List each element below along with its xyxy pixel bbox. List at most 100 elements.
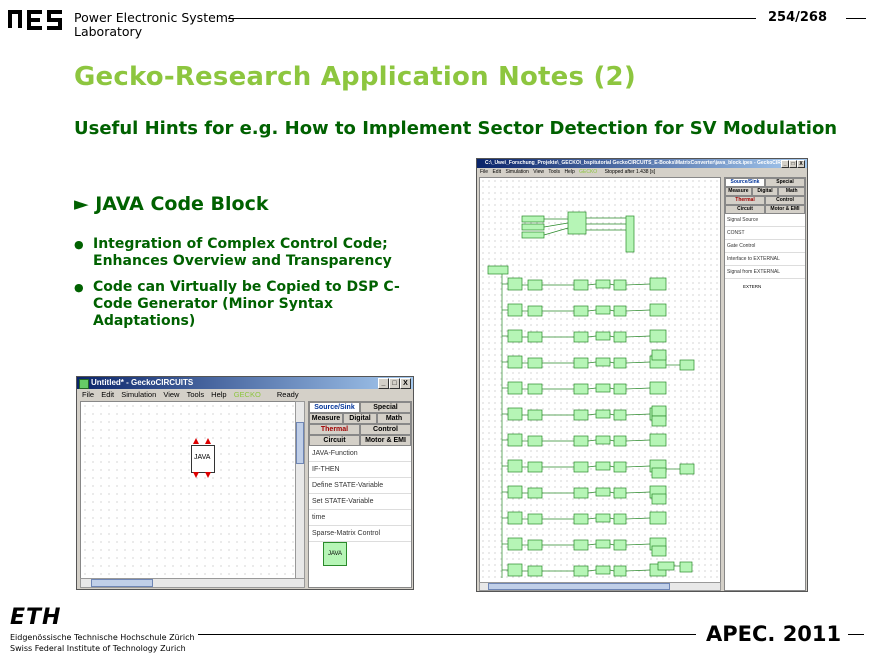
tab-special[interactable]: Special	[360, 402, 411, 413]
and-block[interactable]	[527, 539, 543, 551]
mult-block[interactable]	[613, 279, 627, 291]
canvas-vertical-scrollbar[interactable]	[295, 401, 305, 579]
p-gain-block[interactable]	[595, 461, 611, 471]
list-item[interactable]: Interface to EXTERNAL	[725, 253, 805, 266]
tab-thermal[interactable]: Thermal	[725, 196, 765, 205]
and-block[interactable]	[527, 565, 543, 577]
tab-motor-emi[interactable]: Motor & EMI	[765, 205, 805, 214]
comparator-block[interactable]	[507, 563, 523, 577]
p-gain-block[interactable]	[595, 435, 611, 445]
comparator-block[interactable]	[507, 329, 523, 343]
tab-measure[interactable]: Measure	[309, 413, 343, 424]
signal-source-block[interactable]	[521, 231, 545, 239]
tab-motor-emi[interactable]: Motor & EMI	[360, 435, 411, 446]
list-item[interactable]: Signal from EXTERNAL	[725, 266, 805, 279]
tab-circuit[interactable]: Circuit	[309, 435, 360, 446]
tab-digital[interactable]: Digital	[751, 187, 779, 196]
div-block[interactable]	[573, 409, 589, 421]
comparator-block[interactable]	[507, 433, 523, 447]
comparator-block[interactable]	[507, 277, 523, 291]
and-block[interactable]	[527, 383, 543, 395]
comparator-block[interactable]	[507, 355, 523, 369]
scrollbar-thumb[interactable]	[91, 579, 153, 587]
p-gain-block[interactable]	[595, 305, 611, 315]
comparator-block[interactable]	[507, 381, 523, 395]
and-block[interactable]	[527, 279, 543, 291]
menu-file[interactable]: File	[480, 169, 489, 175]
const-block[interactable]	[487, 265, 509, 275]
tab-control[interactable]: Control	[360, 424, 411, 435]
minimize-button[interactable]: _	[781, 160, 789, 168]
maximize-button[interactable]: □	[389, 378, 400, 389]
p-gain-block[interactable]	[595, 409, 611, 419]
tab-measure[interactable]: Measure	[725, 187, 752, 196]
menu-tools[interactable]: Tools	[186, 390, 205, 399]
comparator-block[interactable]	[507, 459, 523, 473]
tab-math[interactable]: Math	[377, 413, 411, 424]
menu-view[interactable]: View	[533, 169, 544, 175]
signal-source-block[interactable]	[521, 223, 545, 231]
list-item[interactable]: IF-THEN	[309, 462, 411, 478]
menu-gecko[interactable]: GECKO	[579, 169, 598, 175]
adder-block[interactable]	[679, 463, 695, 475]
div-block[interactable]	[573, 461, 589, 473]
canvas-horizontal-scrollbar[interactable]	[80, 578, 305, 588]
minimize-button[interactable]: _	[378, 378, 389, 389]
menu-view[interactable]: View	[163, 390, 180, 399]
list-item[interactable]: time	[309, 510, 411, 526]
mult-block[interactable]	[613, 461, 627, 473]
list-item[interactable]: Sparse-Matrix Control	[309, 526, 411, 542]
sum-block[interactable]	[649, 277, 667, 291]
mult-block[interactable]	[613, 565, 627, 577]
menu-edit[interactable]: Edit	[492, 169, 502, 175]
adder-block[interactable]	[651, 467, 667, 479]
tab-digital[interactable]: Digital	[343, 413, 377, 424]
extern-block-preview[interactable]: EXTERN	[731, 276, 761, 292]
scrollbar-thumb[interactable]	[296, 422, 304, 464]
tab-source-sink[interactable]: Source/Sink	[309, 402, 360, 413]
sum-block[interactable]	[649, 381, 667, 395]
mult-block[interactable]	[613, 357, 627, 369]
and-block[interactable]	[527, 409, 543, 421]
menu-simulation[interactable]: Simulation	[505, 169, 529, 175]
sum-block[interactable]	[679, 561, 693, 573]
schematic-canvas[interactable]	[479, 177, 721, 583]
tab-thermal[interactable]: Thermal	[309, 424, 360, 435]
list-item[interactable]: Gate Control	[725, 240, 805, 253]
menu-edit[interactable]: Edit	[101, 390, 115, 399]
tab-special[interactable]: Special	[765, 178, 805, 187]
p-gain-block[interactable]	[595, 487, 611, 497]
java-block-preview[interactable]: JAVA	[323, 542, 347, 566]
div-block[interactable]	[573, 487, 589, 499]
tab-control[interactable]: Control	[765, 196, 805, 205]
tab-math[interactable]: Math	[778, 187, 806, 196]
mult-block[interactable]	[613, 331, 627, 343]
and-block[interactable]	[527, 461, 543, 473]
mult-block[interactable]	[613, 539, 627, 551]
adder-block[interactable]	[651, 493, 667, 505]
div-block[interactable]	[573, 435, 589, 447]
list-item[interactable]: Signal Source	[725, 214, 805, 227]
menu-gecko[interactable]: GECKO	[233, 390, 261, 399]
and-block[interactable]	[527, 357, 543, 369]
comparator-block[interactable]	[507, 303, 523, 317]
and-block[interactable]	[527, 435, 543, 447]
window-titlebar[interactable]: Untitled* - GeckoCIRCUITS _ □ X	[77, 377, 413, 389]
menu-file[interactable]: File	[82, 390, 95, 399]
and-block[interactable]	[527, 487, 543, 499]
list-item[interactable]: JAVA-Function	[309, 446, 411, 462]
list-item[interactable]: CONST	[725, 227, 805, 240]
div-block[interactable]	[573, 383, 589, 395]
java-block[interactable]	[567, 211, 587, 235]
list-item[interactable]: Set STATE-Variable	[309, 494, 411, 510]
sum-block[interactable]	[649, 433, 667, 447]
div-block[interactable]	[573, 331, 589, 343]
list-item[interactable]: Define STATE-Variable	[309, 478, 411, 494]
menu-help[interactable]: Help	[564, 169, 575, 175]
menu-simulation[interactable]: Simulation	[121, 390, 157, 399]
adder-block[interactable]	[651, 545, 667, 557]
p-gain-block[interactable]	[595, 331, 611, 341]
signal-source-block[interactable]	[521, 215, 545, 223]
const-block[interactable]	[657, 561, 675, 571]
menu-tools[interactable]: Tools	[548, 169, 561, 175]
